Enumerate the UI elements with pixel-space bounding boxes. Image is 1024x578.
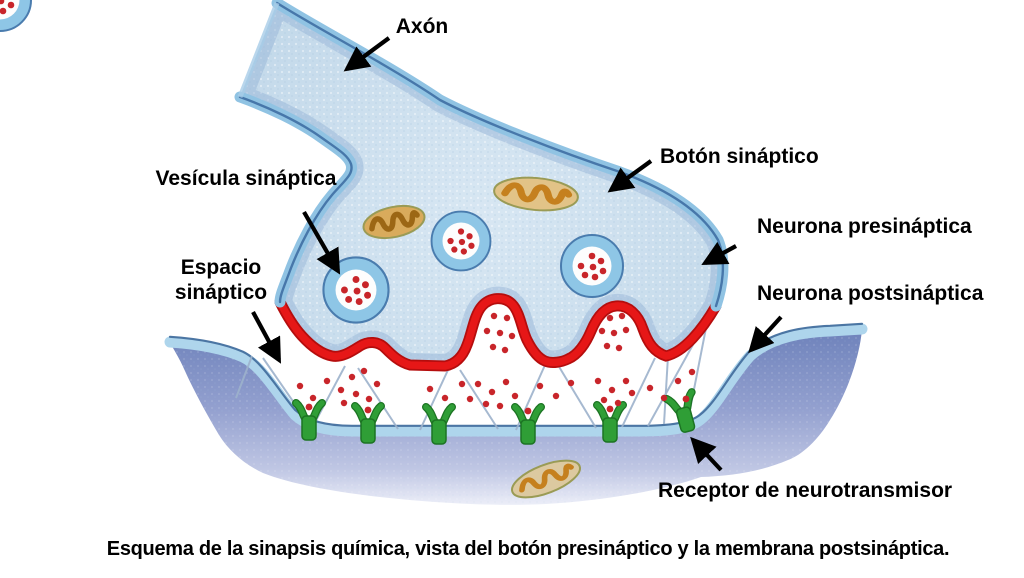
- label-postsynaptic-neuron: Neurona postsináptica: [757, 282, 984, 305]
- mitochondrion: [511, 459, 581, 499]
- label-arrow-presynaptic: [701, 241, 738, 266]
- mitochondrion: [362, 204, 426, 240]
- label-synaptic-vesicle: Vesícula sináptica: [155, 167, 337, 190]
- label-axon: Axón: [395, 15, 449, 38]
- presynaptic-membrane-highlight: [276, 294, 720, 370]
- label-synaptic-space-line1: Espacio: [180, 256, 262, 279]
- neurotransmitter-dots: [296, 312, 696, 410]
- label-synaptic-button: Botón sináptico: [660, 145, 819, 168]
- mitochondrion: [493, 176, 579, 212]
- axon-cut-edge: [237, 2, 280, 98]
- label-arrow-button: [607, 159, 653, 193]
- label-arrow-space: [251, 310, 282, 364]
- label-arrow-receptor: [690, 436, 723, 472]
- caption: Esquema de la sinapsis química, vista de…: [106, 538, 950, 560]
- label-arrow-postsynaptic: [748, 315, 783, 354]
- label-synaptic-space-line2: sináptico: [174, 281, 268, 304]
- label-arrow-vesicle: [302, 210, 341, 275]
- presynaptic-terminal: [0, 0, 729, 372]
- synaptic-vesicle: [0, 0, 32, 32]
- label-arrow-axon: [343, 36, 391, 72]
- bound-neurotransmitter-dots: [305, 395, 690, 415]
- label-presynaptic-neuron: Neurona presináptica: [757, 215, 972, 238]
- postsynaptic-cell-texture: [170, 329, 862, 505]
- label-neurotransmitter-receptor: Receptor de neurotransmisor: [658, 479, 953, 502]
